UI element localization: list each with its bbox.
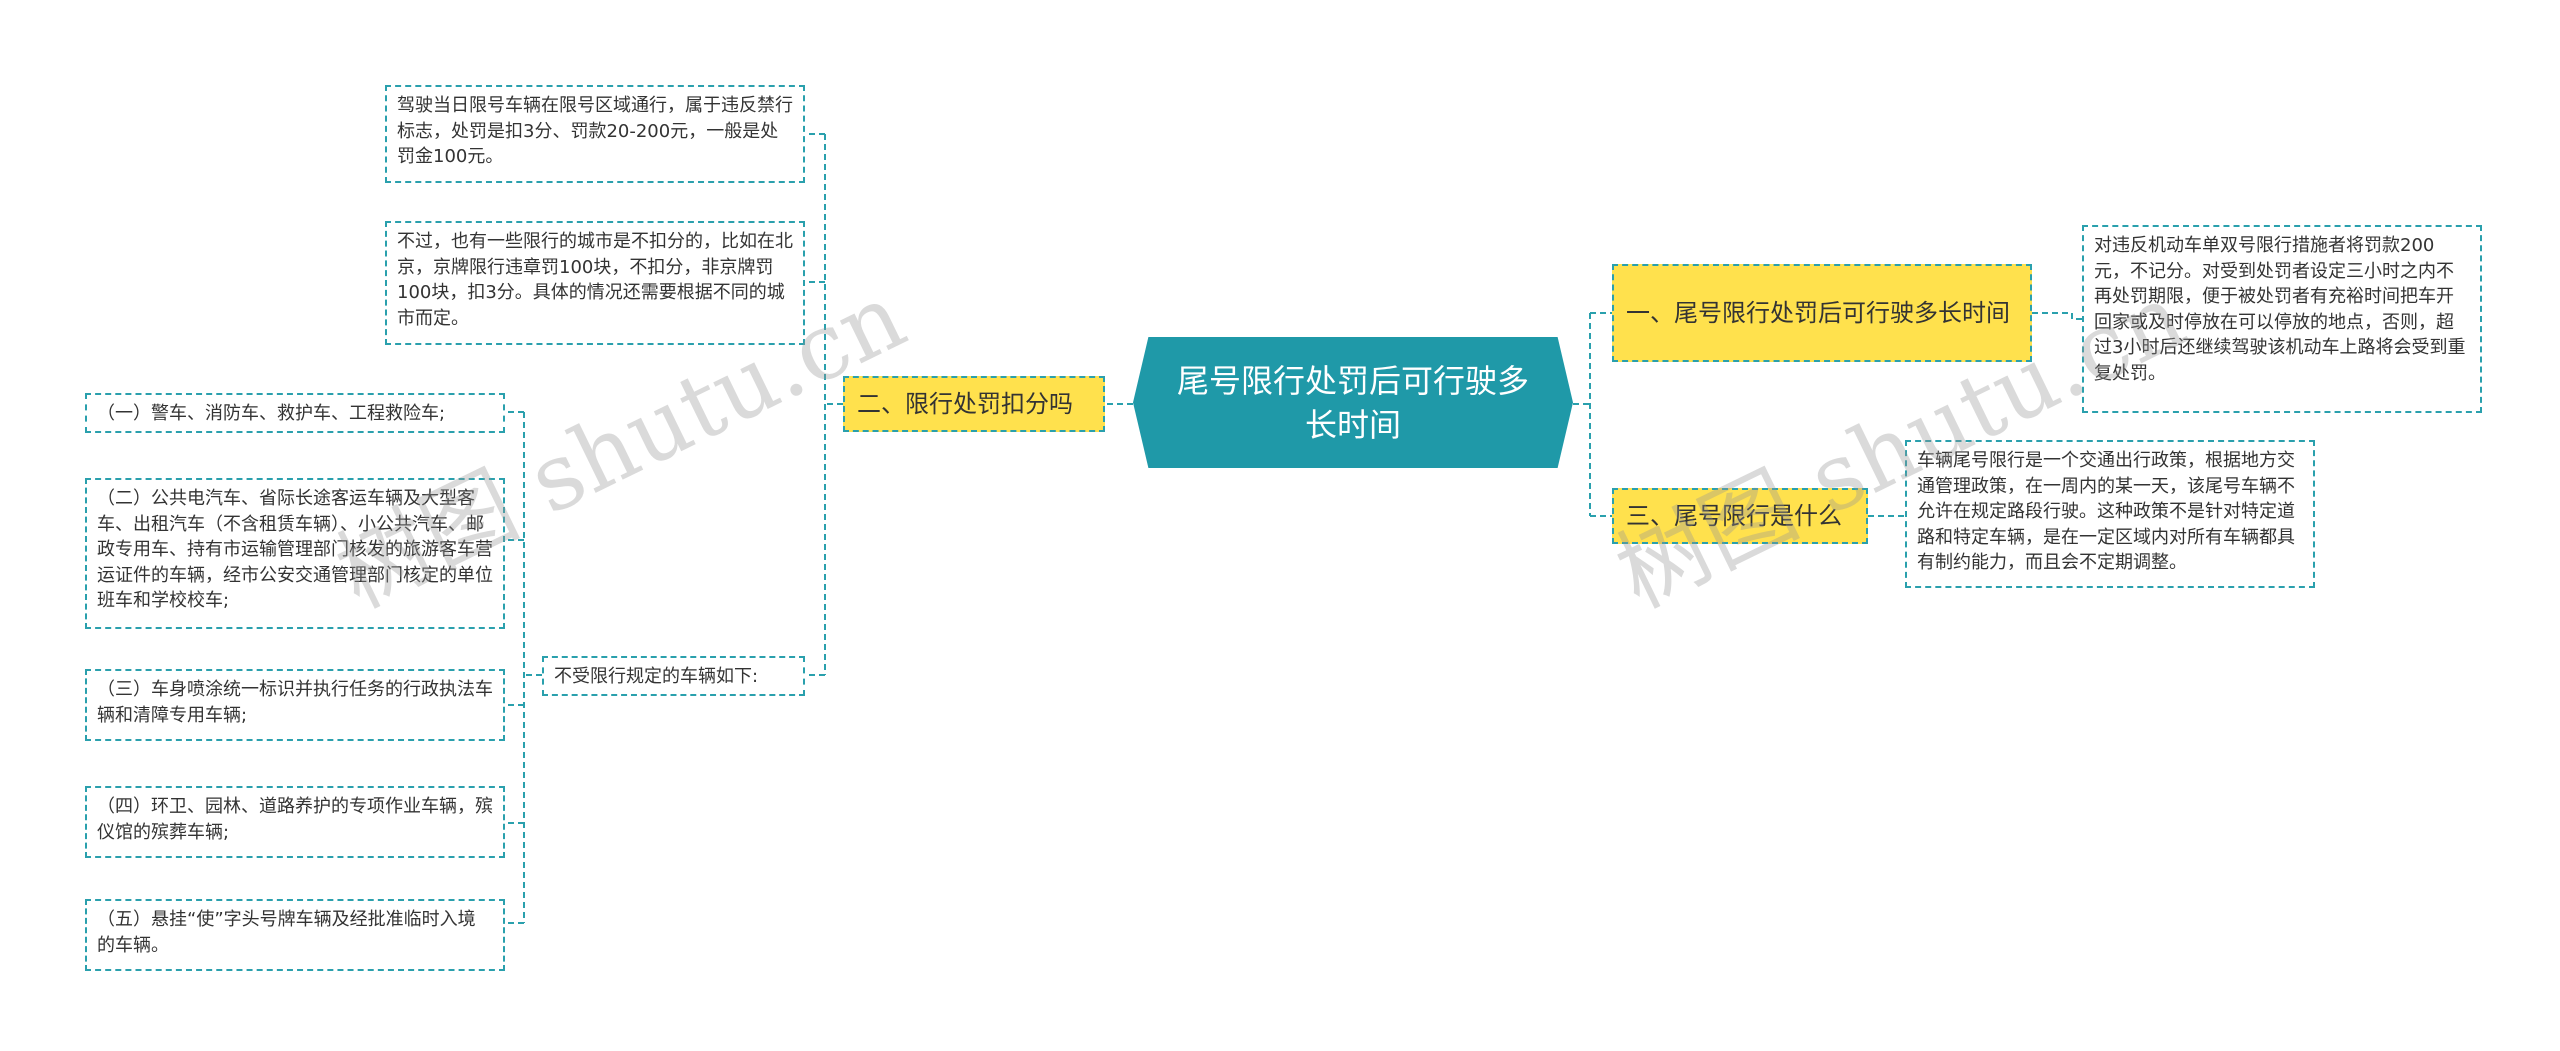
branch-2-detail-1-text: 驾驶当日限号车辆在限号区域通行，属于违反禁行标志，处罚是扣3分、罚款20-200… <box>397 95 793 167</box>
branch-1-detail[interactable]: 对违反机动车单双号限行措施者将罚款200元，不记分。对受到处罚者设定三小时之内不… <box>2082 225 2482 413</box>
exempt-item-3-text: （三）车身喷涂统一标识并执行任务的行政执法车辆和清障专用车辆; <box>97 679 493 726</box>
branch-3-detail[interactable]: 车辆尾号限行是一个交通出行政策，根据地方交通管理政策，在一周内的某一天，该尾号车… <box>1905 440 2315 588</box>
exempt-item-2-text: （二）公共电汽车、省际长途客运车辆及大型客车、出租汽车（不含租赁车辆）、小公共汽… <box>97 488 493 611</box>
root-topic[interactable]: 尾号限行处罚后可行驶多长时间 <box>1133 337 1573 468</box>
branch-1-detail-text: 对违反机动车单双号限行措施者将罚款200元，不记分。对受到处罚者设定三小时之内不… <box>2094 235 2466 384</box>
branch-3-label: 三、尾号限行是什么 <box>1626 502 1842 530</box>
branch-3[interactable]: 三、尾号限行是什么 <box>1612 488 1868 544</box>
exempt-vehicles-label: 不受限行规定的车辆如下: <box>554 666 759 687</box>
exempt-item-5-text: （五）悬挂“使”字头号牌车辆及经批准临时入境的车辆。 <box>97 909 476 956</box>
exempt-item-2[interactable]: （二）公共电汽车、省际长途客运车辆及大型客车、出租汽车（不含租赁车辆）、小公共汽… <box>85 478 505 629</box>
branch-2-detail-2-text: 不过，也有一些限行的城市是不扣分的，比如在北京，京牌限行违章罚100块，不扣分，… <box>397 231 793 329</box>
exempt-vehicles-node[interactable]: 不受限行规定的车辆如下: <box>542 656 805 696</box>
branch-2-label: 二、限行处罚扣分吗 <box>857 390 1073 418</box>
exempt-item-1[interactable]: （一）警车、消防车、救护车、工程救险车; <box>85 393 505 433</box>
exempt-item-3[interactable]: （三）车身喷涂统一标识并执行任务的行政执法车辆和清障专用车辆; <box>85 669 505 741</box>
exempt-item-1-text: （一）警车、消防车、救护车、工程救险车; <box>97 403 446 424</box>
branch-2-detail-1[interactable]: 驾驶当日限号车辆在限号区域通行，属于违反禁行标志，处罚是扣3分、罚款20-200… <box>385 85 805 183</box>
branch-1-label: 一、尾号限行处罚后可行驶多长时间 <box>1626 299 2010 327</box>
root-title: 尾号限行处罚后可行驶多长时间 <box>1176 361 1529 444</box>
exempt-item-4[interactable]: （四）环卫、园林、道路养护的专项作业车辆，殡仪馆的殡葬车辆; <box>85 786 505 858</box>
exempt-item-4-text: （四）环卫、园林、道路养护的专项作业车辆，殡仪馆的殡葬车辆; <box>97 796 493 843</box>
branch-1[interactable]: 一、尾号限行处罚后可行驶多长时间 <box>1612 264 2032 362</box>
exempt-item-5[interactable]: （五）悬挂“使”字头号牌车辆及经批准临时入境的车辆。 <box>85 899 505 971</box>
branch-2[interactable]: 二、限行处罚扣分吗 <box>843 376 1105 432</box>
branch-3-detail-text: 车辆尾号限行是一个交通出行政策，根据地方交通管理政策，在一周内的某一天，该尾号车… <box>1917 450 2295 573</box>
branch-2-detail-2[interactable]: 不过，也有一些限行的城市是不扣分的，比如在北京，京牌限行违章罚100块，不扣分，… <box>385 221 805 345</box>
